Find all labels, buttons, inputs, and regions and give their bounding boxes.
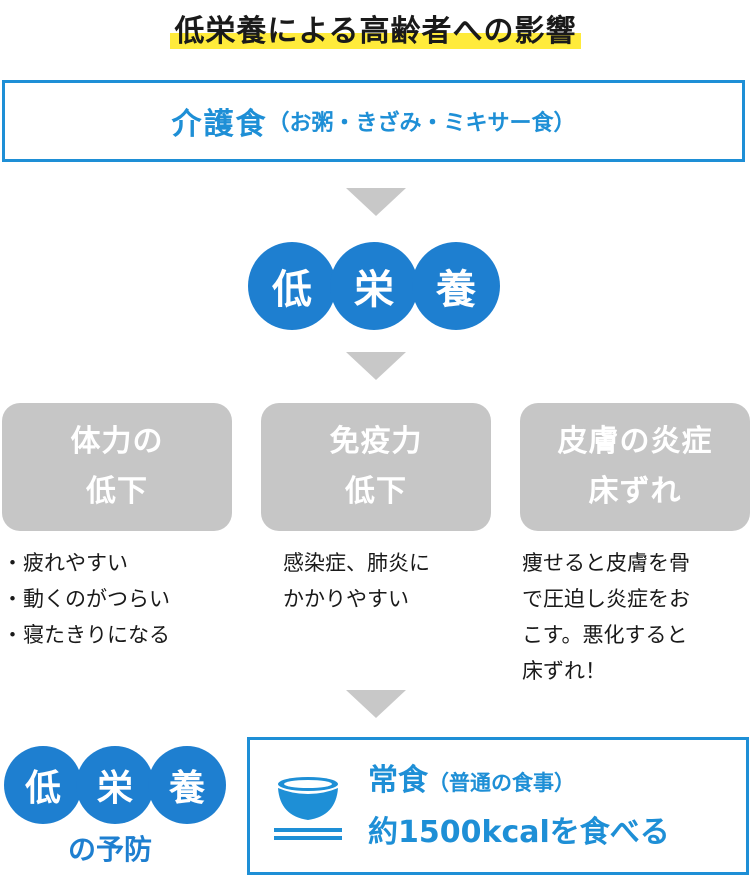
diagram-title: 低栄養による高齢者への影響 [170,14,581,49]
prevention-circle-2: 栄 [76,746,154,824]
malnutrition-circle-1: 低 [248,242,336,330]
prevention-circle-1: 低 [4,746,82,824]
list-item: 動くのがつらい [2,581,170,617]
care-food-label: 介護食 [171,107,268,142]
description-line: こす。悪化すると [522,623,688,647]
effect-title-line1: 体力の [70,424,164,459]
prevention-circle-3: 養 [148,746,226,824]
list-item: 寝たきりになる [2,617,170,653]
effect-title-line1: 免疫力 [329,424,423,459]
regular-food-line1: 常食（普通の食事） [368,756,670,808]
effect-box-skin: 皮膚の炎症 床ずれ [520,403,750,531]
malnutrition-circle-2: 栄 [330,242,418,330]
rice-bowl-icon [274,777,342,840]
skin-description: 痩せると皮膚を骨 で圧迫し炎症をお こす。悪化すると 床ずれ！ [522,545,690,689]
care-food-box: 介護食 （お粥・きざみ・ミキサー食） [2,80,745,162]
effect-box-stamina: 体力の 低下 [2,403,232,531]
description-line: で圧迫し炎症をお [522,587,690,611]
regular-food-box: 常食（普通の食事） 約1500kcalを食べる [247,737,749,875]
list-item: 疲れやすい [2,545,170,581]
immunity-description: 感染症、肺炎に かかりやすい [283,545,430,617]
malnutrition-circles: 低 栄 養 [248,242,500,330]
description-line: 感染症、肺炎に [283,551,430,575]
down-arrow-2 [346,352,406,380]
prevention-label: の予防 [67,833,152,866]
regular-food-sub: （普通の食事） [428,771,575,795]
regular-food-text: 常食（普通の食事） 約1500kcalを食べる [368,756,670,858]
regular-food-label: 常食 [368,763,428,798]
effect-title-line2: 低下 [345,474,407,509]
effect-box-immunity: 免疫力 低下 [261,403,491,531]
prevention-circles: 低 栄 養 [4,746,226,824]
down-arrow-1 [346,188,406,216]
description-line: かかりやすい [283,587,409,611]
malnutrition-circle-3: 養 [412,242,500,330]
effect-title-line2: 床ずれ [588,474,682,509]
diagram-title-wrap: 低栄養による高齢者への影響 [0,6,751,50]
description-line: 痩せると皮膚を骨 [522,551,690,575]
stamina-description: 疲れやすい 動くのがつらい 寝たきりになる [2,545,170,653]
down-arrow-3 [346,690,406,718]
description-line: 床ずれ！ [522,659,606,683]
regular-food-calories: 約1500kcalを食べる [368,815,670,850]
effect-title-line2: 低下 [86,474,148,509]
effect-title-line1: 皮膚の炎症 [557,424,713,459]
care-food-examples: （お粥・きざみ・ミキサー食） [267,111,576,136]
